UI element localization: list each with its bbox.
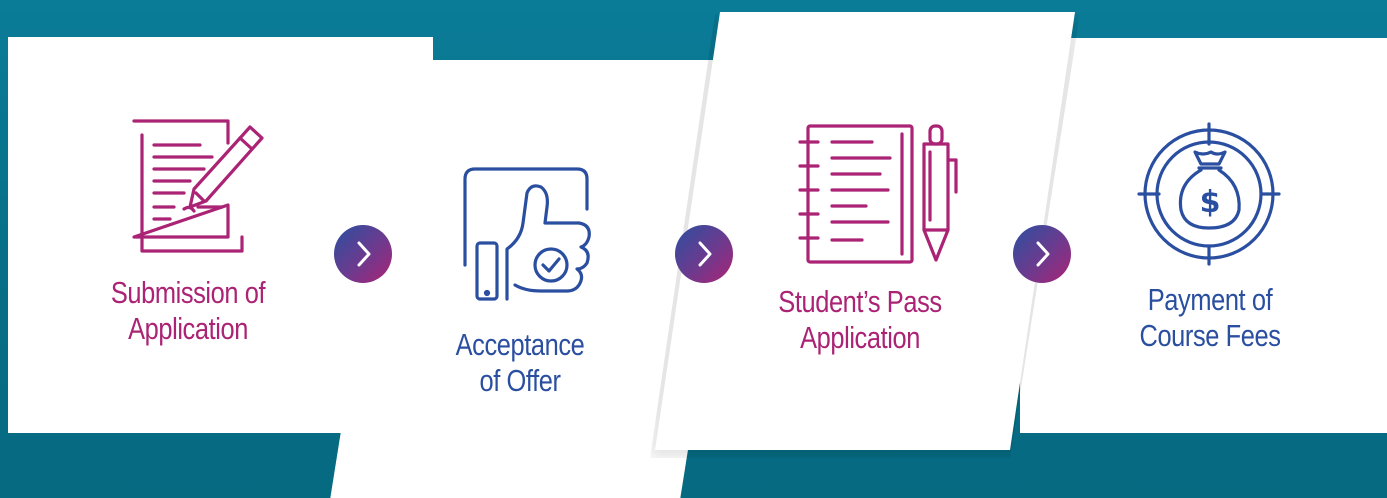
step-label-payment: Payment of Course Fees xyxy=(1095,282,1325,354)
step-label-submission: Submission of Application xyxy=(73,275,303,347)
document-pen-icon xyxy=(132,119,264,253)
chevron-right-icon xyxy=(1036,241,1050,267)
step-label-line: Course Fees xyxy=(1139,318,1281,353)
step-label-students-pass: Student’s Pass Application xyxy=(745,284,975,356)
step-label-line: Application xyxy=(128,311,248,346)
step-label-line: Application xyxy=(800,320,920,355)
step-card-payment xyxy=(1020,38,1387,433)
money-bag-target-icon: $ xyxy=(1137,122,1281,266)
step-label-line: Student’s Pass xyxy=(778,284,942,319)
step-label-line: Acceptance xyxy=(455,327,585,362)
connector-arrow-1 xyxy=(334,225,392,283)
thumbs-up-check-icon xyxy=(463,167,591,301)
connector-arrow-2 xyxy=(675,225,733,283)
step-card-students-pass xyxy=(655,12,1075,450)
chevron-right-icon xyxy=(698,241,712,267)
connector-arrow-3 xyxy=(1013,225,1071,283)
step-label-line: Submission of xyxy=(110,275,266,310)
svg-text:$: $ xyxy=(1200,185,1221,220)
step-label-acceptance: Acceptance of Offer xyxy=(405,327,635,399)
step-label-line: of Offer xyxy=(479,363,561,398)
chevron-right-icon xyxy=(357,241,371,267)
notebook-pen-icon xyxy=(798,124,958,264)
step-label-line: Payment of xyxy=(1147,282,1273,317)
